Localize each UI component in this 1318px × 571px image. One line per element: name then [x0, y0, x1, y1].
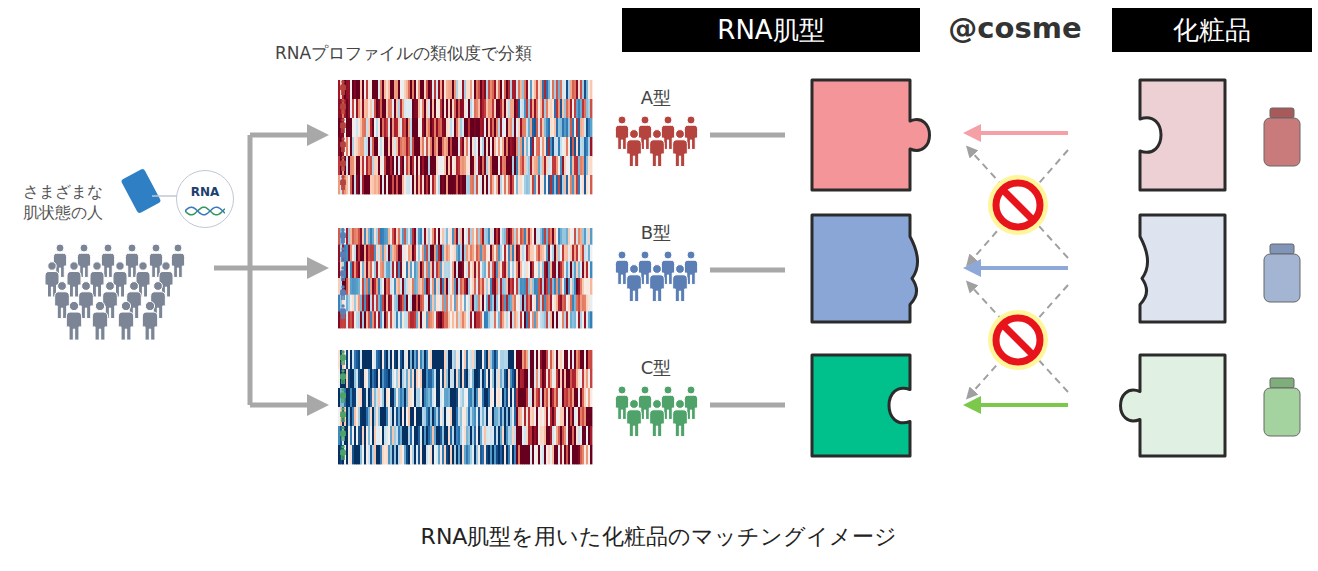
person-icon — [340, 304, 346, 319]
person-icon — [650, 265, 665, 302]
person-icon — [627, 400, 642, 437]
person-icon — [340, 137, 346, 152]
branch-arrows — [214, 135, 318, 405]
person-icon — [340, 228, 346, 243]
cosmetic-bottle — [1264, 244, 1300, 302]
person-icon — [340, 156, 346, 171]
person-icon — [627, 130, 642, 167]
sample-icons — [340, 228, 346, 319]
person-icon — [340, 407, 346, 422]
person-icon — [650, 400, 665, 437]
brand-label: @cosme — [948, 10, 1081, 48]
rna-helix — [185, 205, 225, 217]
crowd — [45, 244, 185, 340]
person-icon — [340, 266, 346, 281]
type-label: B型 — [641, 221, 671, 244]
sample-icons — [340, 80, 346, 190]
person-icon — [340, 118, 346, 133]
person-icon — [627, 265, 642, 302]
person-icon — [340, 99, 346, 114]
skin-type-group — [615, 251, 785, 302]
skin-puzzle-piece — [812, 215, 918, 322]
person-icon — [673, 130, 688, 167]
heatmap — [338, 350, 592, 464]
header-text: RNA肌型 — [717, 13, 824, 48]
skin-puzzle-piece — [812, 355, 910, 456]
header-box: 化粧品 — [1112, 8, 1312, 52]
skin-type-group — [615, 116, 785, 167]
cosmetic-puzzle-piece — [1140, 215, 1225, 322]
rna-bubble: RNA — [176, 170, 234, 228]
person-icon — [171, 244, 184, 277]
person-icon — [340, 175, 346, 190]
person-icon — [66, 301, 81, 340]
prohibition-sign — [988, 310, 1048, 370]
sample-icons — [340, 350, 346, 460]
prohibition-sign — [988, 175, 1048, 235]
person-icon — [340, 350, 346, 365]
section-title: RNAプロファイルの類似度で分類 — [275, 42, 532, 64]
person-icon — [340, 388, 346, 403]
type-label: C型 — [641, 356, 672, 379]
skin-puzzle-piece — [812, 80, 930, 190]
heatmap — [338, 80, 592, 194]
person-icon — [340, 426, 346, 441]
person-icon — [673, 265, 688, 302]
cosmetic-puzzle-piece — [1121, 355, 1226, 456]
match-arrows — [970, 133, 1068, 405]
person-icon — [340, 247, 346, 262]
caption: RNA肌型を用いた化粧品のマッチングイメージ — [421, 522, 898, 552]
cosmetic-bottle — [1264, 378, 1300, 436]
header-box: RNA肌型 — [622, 8, 920, 52]
person-icon — [90, 262, 104, 297]
person-icon — [118, 301, 133, 340]
person-icon — [340, 80, 346, 95]
person-icon — [92, 301, 107, 340]
person-icon — [340, 369, 346, 384]
person-icon — [673, 400, 688, 437]
person-icon — [340, 285, 346, 300]
skin-type-group — [615, 386, 785, 437]
cosmetic-bottle — [1264, 108, 1300, 166]
person-icon — [142, 301, 157, 340]
header-text: 化粧品 — [1173, 13, 1251, 48]
heatmap — [338, 228, 592, 328]
person-icon — [650, 130, 665, 167]
icon-label: RNA — [191, 185, 220, 199]
type-label: A型 — [641, 86, 671, 109]
person-icon — [67, 262, 81, 297]
person-icon — [340, 445, 346, 460]
sampling-sheet — [121, 168, 162, 214]
cosmetic-puzzle-piece — [1140, 80, 1225, 190]
group-label: さまざまな 肌状態の人 — [15, 182, 111, 224]
